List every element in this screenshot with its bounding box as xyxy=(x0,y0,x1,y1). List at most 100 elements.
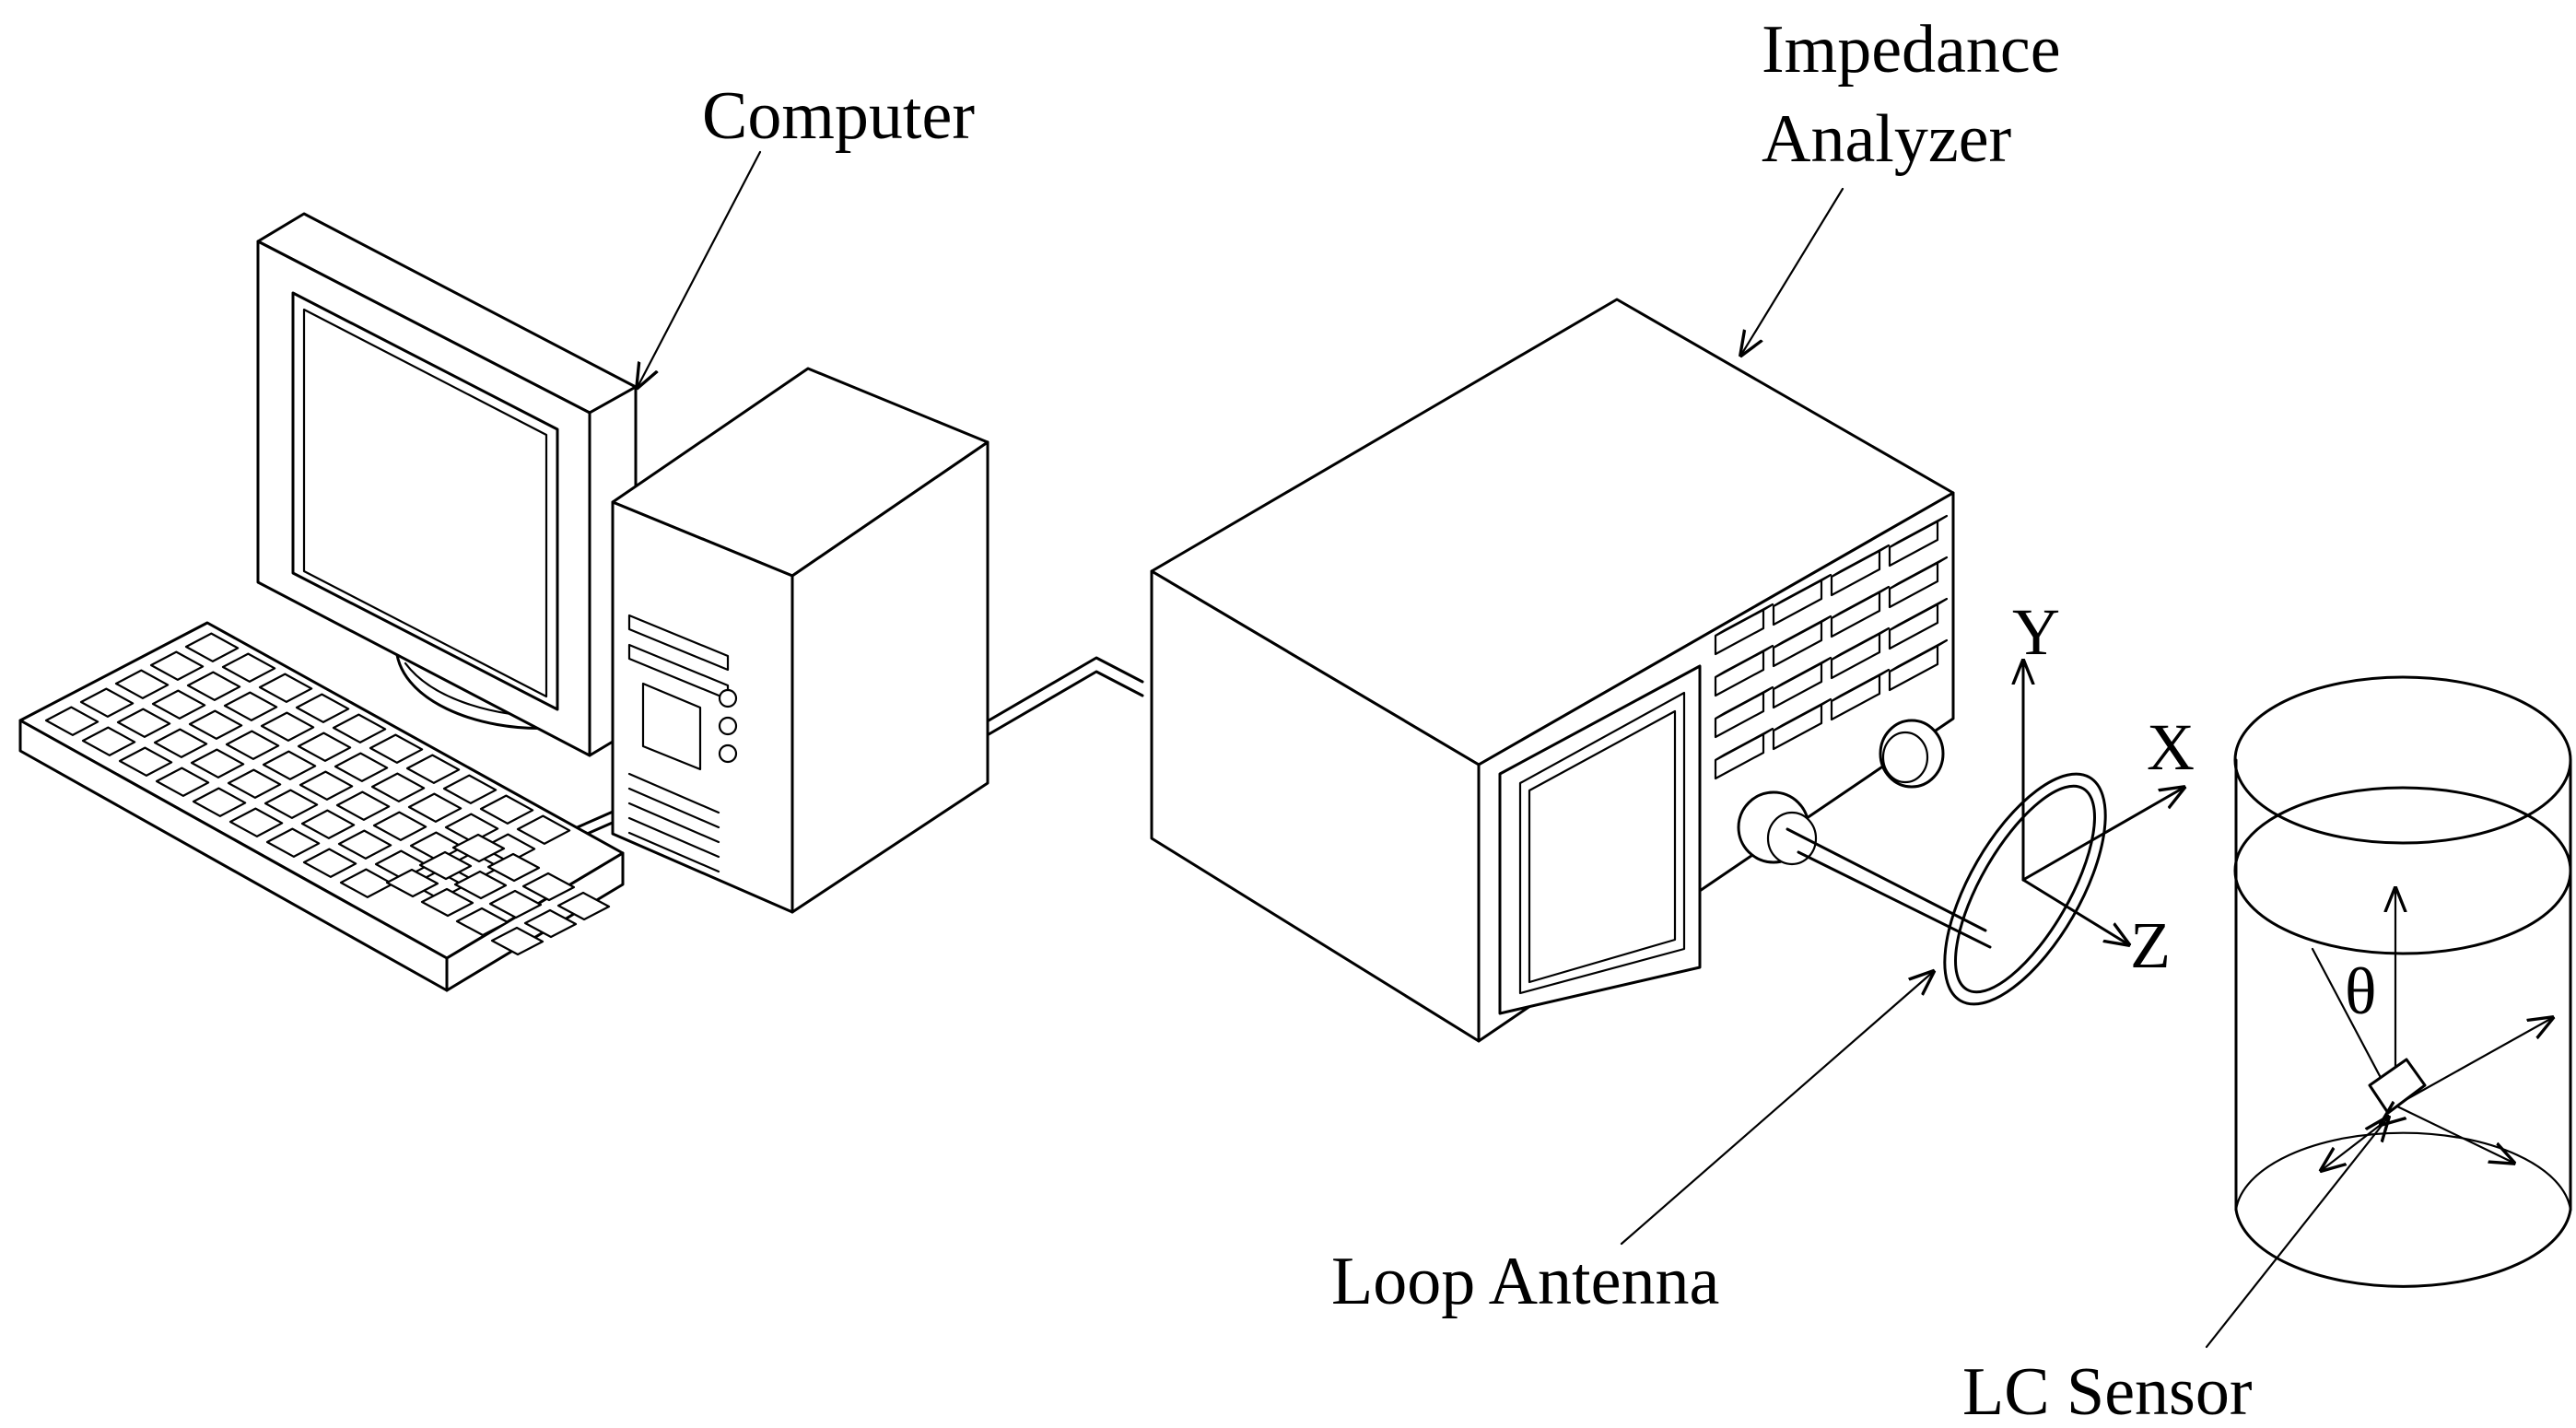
keyboard-key xyxy=(192,787,247,817)
keyboard-key xyxy=(44,706,100,736)
keyboard-key xyxy=(151,689,206,720)
keyboard-key xyxy=(153,728,208,758)
container-cylinder xyxy=(2233,675,2572,1288)
analyzer-key xyxy=(1888,514,1949,568)
keyboard-key xyxy=(263,789,319,819)
keyboard-key xyxy=(297,732,352,762)
keyboard-key xyxy=(451,833,506,863)
keyboard-key xyxy=(444,813,499,843)
coordinate-axes xyxy=(2023,661,2184,944)
monitor xyxy=(256,212,638,757)
analyzer-key xyxy=(1888,556,1949,609)
impedance-label-line2: Analyzer xyxy=(1762,101,2011,177)
liquid-surface xyxy=(2233,786,2572,955)
keyboard-key xyxy=(418,850,473,881)
keyboard-key xyxy=(190,748,245,778)
keyboard-key xyxy=(453,870,508,900)
keyboard-key xyxy=(116,708,171,738)
analyzer-key xyxy=(1830,585,1891,638)
keyboard-key xyxy=(369,733,424,764)
keyboard-key xyxy=(405,754,461,784)
keyboard-key xyxy=(479,794,534,825)
keyboard-key xyxy=(332,713,387,743)
keyboard-key xyxy=(488,889,543,919)
keyboard-key xyxy=(265,827,321,858)
impedance-label-line1: Impedance xyxy=(1762,12,2061,88)
computer-label: Computer xyxy=(702,78,975,154)
analyzer-key xyxy=(1772,573,1832,626)
keyboard-key xyxy=(79,687,135,718)
analyzer-key xyxy=(1772,697,1832,751)
analyzer-key xyxy=(1714,727,1774,780)
keyboard-keys xyxy=(44,632,611,956)
keyboard-key xyxy=(335,790,391,821)
keyboard-key xyxy=(221,652,276,683)
keyboard-key xyxy=(227,768,282,799)
keyboard-key xyxy=(184,632,240,662)
keyboard-key xyxy=(118,746,173,777)
keyboard-key xyxy=(299,770,354,801)
keyboard-key xyxy=(516,814,571,845)
keyboard-key xyxy=(258,673,313,703)
keyboard-key xyxy=(370,772,426,802)
keyboard-key xyxy=(337,829,392,860)
analyzer-pointer xyxy=(1741,187,1844,355)
analyzer-key xyxy=(1830,668,1891,721)
analyzer-key xyxy=(1772,656,1832,709)
analyzer-key xyxy=(1772,615,1832,668)
keyboard-key xyxy=(334,752,389,782)
keyboard-key xyxy=(490,926,544,956)
keyboard-key xyxy=(260,711,315,742)
keyboard-key xyxy=(385,868,439,898)
pointer-arrows xyxy=(638,150,2388,1349)
keyboard-key xyxy=(228,807,284,837)
computer-tower xyxy=(611,367,989,914)
keyboard-key xyxy=(481,833,536,863)
keyboard-key xyxy=(521,872,576,902)
keyboard-key xyxy=(455,907,509,937)
y-axis-label: Y xyxy=(2012,595,2060,669)
keyboard-key xyxy=(225,730,280,760)
keyboard-key xyxy=(486,852,541,883)
x-axis-arrow xyxy=(2021,788,2184,882)
keyboard-key xyxy=(302,848,357,878)
analyzer-key xyxy=(1830,544,1891,597)
computer-pointer xyxy=(638,150,762,387)
impedance-analyzer xyxy=(1150,298,1955,1043)
keyboard-key xyxy=(372,811,427,841)
keyboard-key xyxy=(149,650,205,681)
x-axis-label: X xyxy=(2147,710,2195,784)
analyzer-keypad xyxy=(1714,514,1949,780)
keyboard-key xyxy=(420,887,474,918)
keyboard-key xyxy=(81,726,136,756)
lc-sensor-chip xyxy=(2368,1058,2427,1115)
analyzer-key xyxy=(1714,644,1774,697)
keyboard-key xyxy=(556,891,611,921)
analyzer-key xyxy=(1830,626,1891,680)
keyboard-key xyxy=(155,767,210,797)
z-axis-label: Z xyxy=(2130,908,2171,982)
loop-antenna-label: Loop Antenna xyxy=(1331,1244,1719,1319)
loop-antenna-pointer xyxy=(1620,972,1933,1246)
analyzer-key xyxy=(1714,603,1774,656)
theta-label: θ xyxy=(2345,954,2377,1028)
loop-antenna xyxy=(1786,772,2107,1006)
keyboard-key xyxy=(295,693,350,723)
analyzer-key xyxy=(1888,597,1949,650)
keyboard-key xyxy=(262,750,317,780)
keyboard-key xyxy=(300,809,356,839)
keyboard-key xyxy=(223,691,278,721)
analyzer-key xyxy=(1714,685,1774,739)
analyzer-key xyxy=(1888,638,1949,692)
keyboard-key xyxy=(442,774,498,804)
keyboard-key xyxy=(114,669,170,699)
z-axis-arrow xyxy=(2021,878,2128,944)
keyboard-key xyxy=(407,792,463,823)
lc-sensor-pointer xyxy=(2205,1118,2388,1349)
keyboard xyxy=(18,621,625,992)
keyboard-key xyxy=(523,908,578,939)
lc-sensor-label: LC Sensor xyxy=(1962,1354,2253,1428)
keyboard-key xyxy=(188,709,243,740)
keyboard-key xyxy=(186,671,241,701)
